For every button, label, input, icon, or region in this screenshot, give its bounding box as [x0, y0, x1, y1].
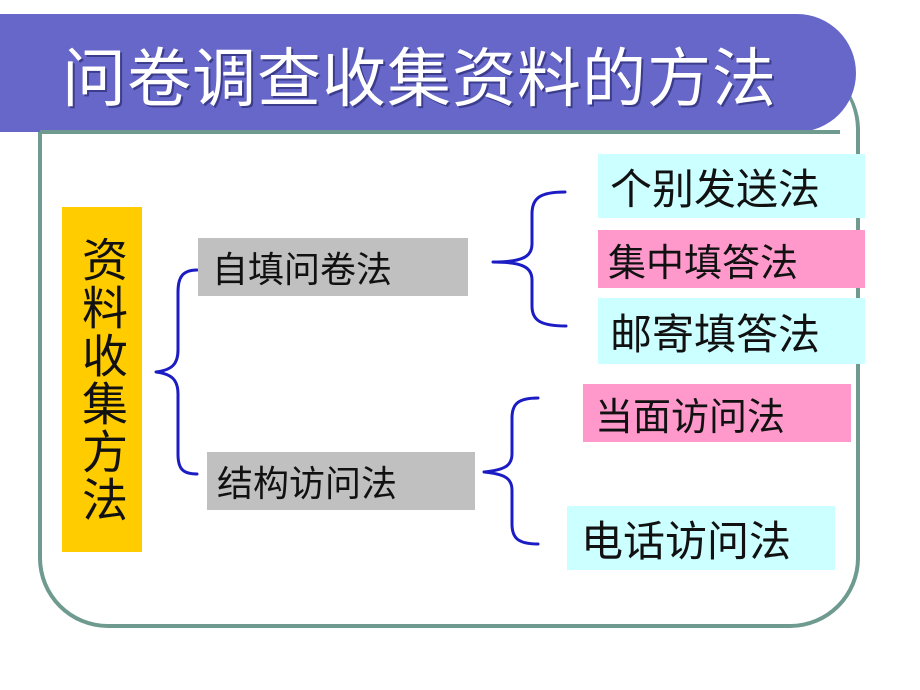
- leaf-telephone-interview: 电话访问法: [567, 506, 835, 570]
- leaf-mail-answering: 邮寄填答法: [598, 298, 865, 364]
- self-fill-brace: [491, 190, 568, 328]
- structured-brace: [482, 396, 540, 546]
- leaf-face-to-face-interview: 当面访问法: [583, 384, 851, 442]
- root-brace: [154, 268, 199, 476]
- leaf-individual-delivery: 个别发送法: [598, 154, 865, 218]
- leaf-group-answering: 集中填答法: [598, 230, 865, 288]
- slide-title: 问卷调查收集资料的方法: [62, 43, 777, 117]
- title-bar: [0, 14, 856, 132]
- title-underline: [40, 130, 840, 134]
- branch-structured-interview: 结构访问法: [207, 452, 475, 510]
- root-method-box: 资料收集方法: [62, 207, 142, 552]
- branch-self-fill-questionnaire: 自填问卷法: [198, 238, 468, 296]
